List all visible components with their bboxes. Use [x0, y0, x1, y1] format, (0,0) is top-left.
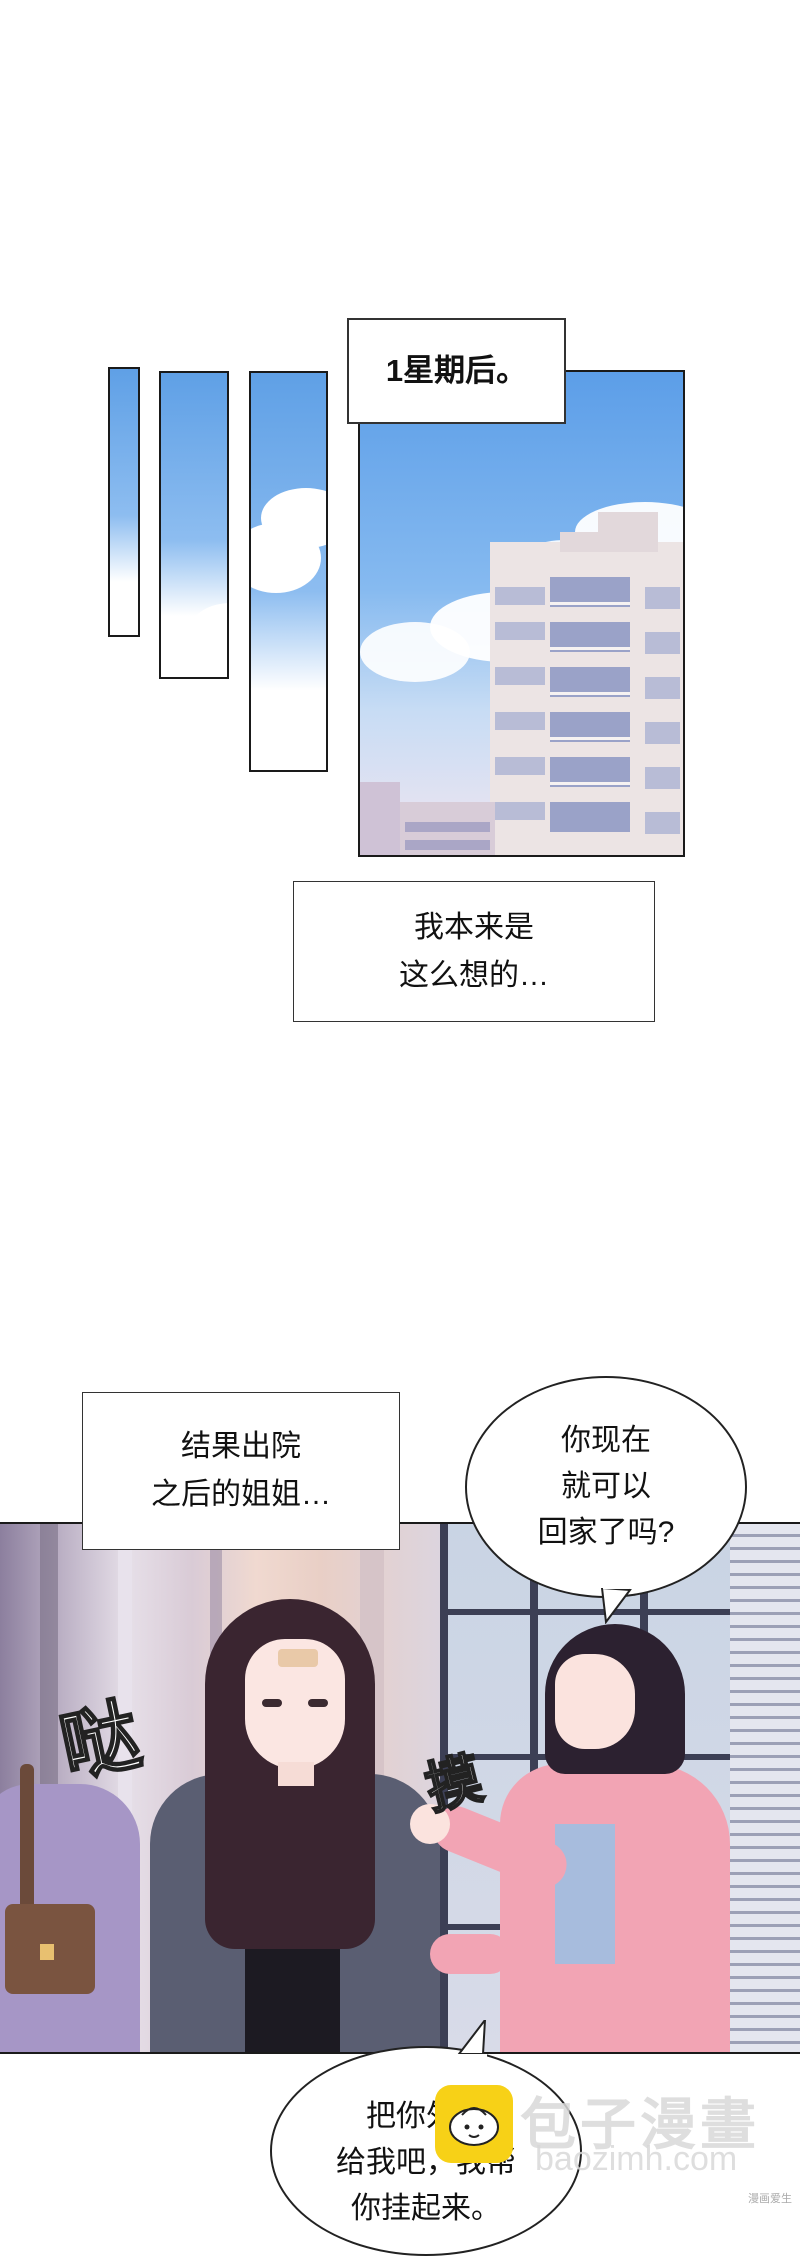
watermark-corner: 漫画爱生	[748, 2193, 792, 2205]
caption-after-discharge: 结果出院 之后的姐姐…	[82, 1392, 400, 1550]
caption-line: 之后的姐姐…	[151, 1478, 331, 1511]
bubble-line: 你现在	[561, 1424, 651, 1457]
scene-panel: 哒 摸	[0, 1522, 800, 2054]
bubble-tail-offer	[456, 2020, 487, 2060]
bubble-line: 就可以	[561, 1470, 651, 1503]
building-panel	[358, 370, 685, 857]
bubble-line: 你挂起来。	[351, 2192, 501, 2225]
watermark-logo	[435, 2085, 513, 2163]
bun-icon	[449, 2107, 499, 2146]
caption-line: 结果出院	[181, 1430, 301, 1463]
speech-bubble-question: 你现在 就可以 回家了吗?	[465, 1376, 747, 1598]
caption-time-skip: 1星期后。	[347, 318, 566, 424]
sky-strip-2	[159, 371, 229, 679]
bubble-tail-question	[600, 1588, 632, 1624]
caption-line: 这么想的…	[399, 958, 549, 992]
bubble-line: 回家了吗?	[537, 1516, 675, 1549]
sfx-stomp: 哒	[52, 1689, 149, 1793]
watermark-url: baozimh.com	[535, 2140, 738, 2178]
watermark-brand: 包子漫畫	[520, 2093, 760, 2156]
caption-line: 我本来是	[414, 910, 534, 944]
sky-strip-1	[108, 367, 140, 637]
caption-time-skip-text: 1星期后。	[385, 353, 528, 388]
caption-thought: 我本来是 这么想的…	[293, 881, 655, 1022]
sky-strip-3	[249, 371, 328, 772]
